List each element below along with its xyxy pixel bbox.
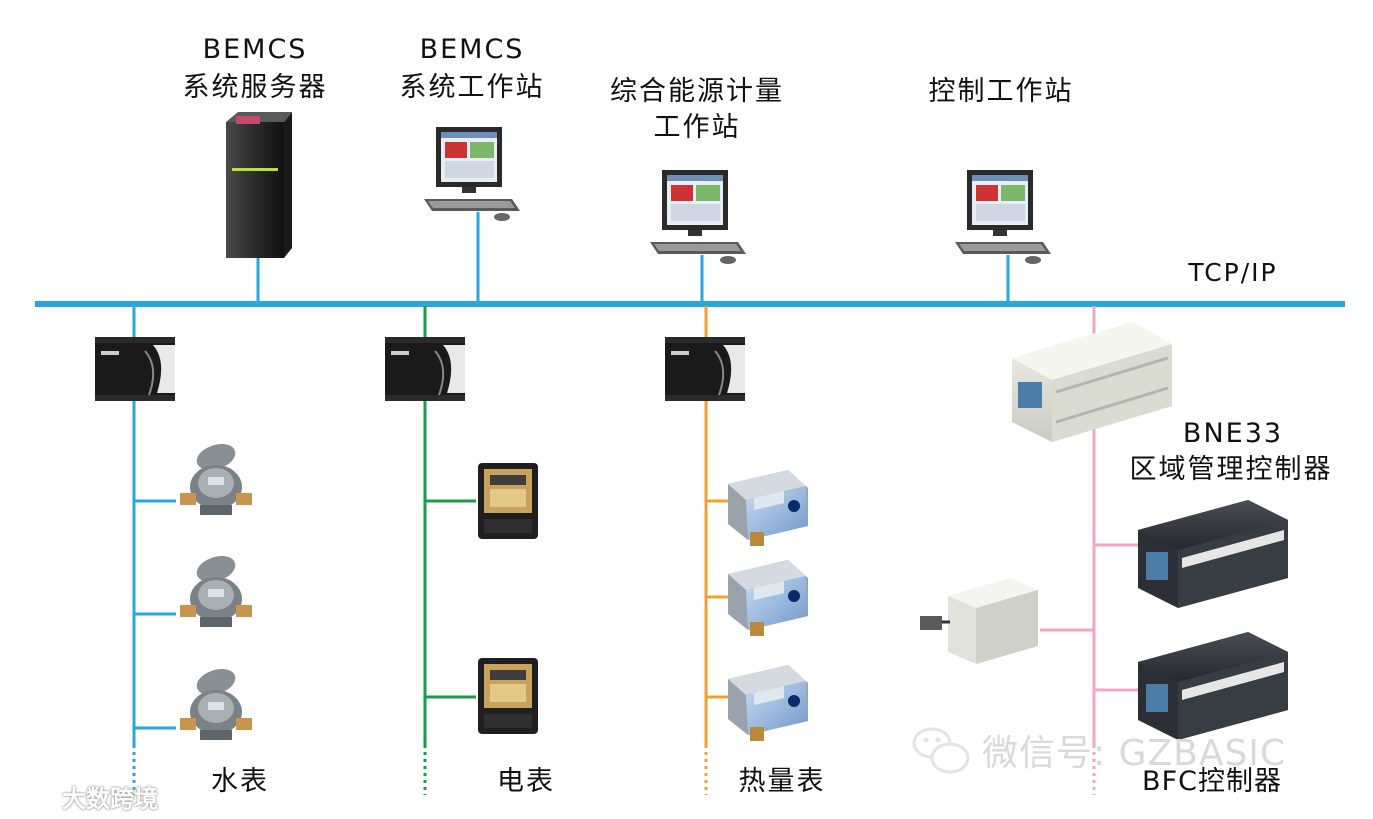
bne33-label-line2: 区域管理控制器 [1129,454,1333,485]
workstation-icon [955,170,1051,264]
gateway-icon [664,336,746,402]
tcp-ip-label: TCP/IP [1188,258,1278,287]
electric-meter-icon [478,658,538,734]
bus-drops [256,212,1010,303]
server-icon [226,112,292,258]
wechat-icon [912,727,970,774]
heat-meter-icon [728,470,808,546]
gateway-icon [94,336,176,402]
plc-controller-icon [1010,320,1174,444]
site-watermark: 大数跨境 [62,785,158,813]
water-meter-icon [180,551,252,627]
server-label-line2: 系统服务器 [182,72,328,103]
plc-controller-icon [1138,500,1288,608]
heat-meter-icon [728,665,808,741]
server-label-line1: BEMCS [202,34,308,65]
gateway-icon [384,336,466,402]
workstation-label-line1: BEMCS [419,34,525,65]
heat-meter-icon [728,560,808,636]
bne33-label-line1: BNE33 [1182,418,1284,449]
control-station-label: 控制工作站 [928,76,1074,107]
water-meter-icon [180,664,252,740]
workstation-label-line2: 系统工作站 [399,72,545,103]
wechat-watermark: 微信号: GZBASIC [982,733,1287,774]
workstation-icon [424,127,520,221]
water-meter-icon [180,439,252,515]
energy-label-line2: 工作站 [653,112,741,143]
water-meter-label: 水表 [211,766,269,797]
energy-label-line1: 综合能源计量 [610,76,784,107]
electric-meter-label: 电表 [497,766,555,797]
electric-meter-icon [478,463,538,539]
bfc-controller-label: BFC控制器 [1142,766,1282,797]
heat-meter-label: 热量表 [738,766,826,797]
workstation-icon [650,170,746,264]
io-module-icon [920,578,1038,664]
